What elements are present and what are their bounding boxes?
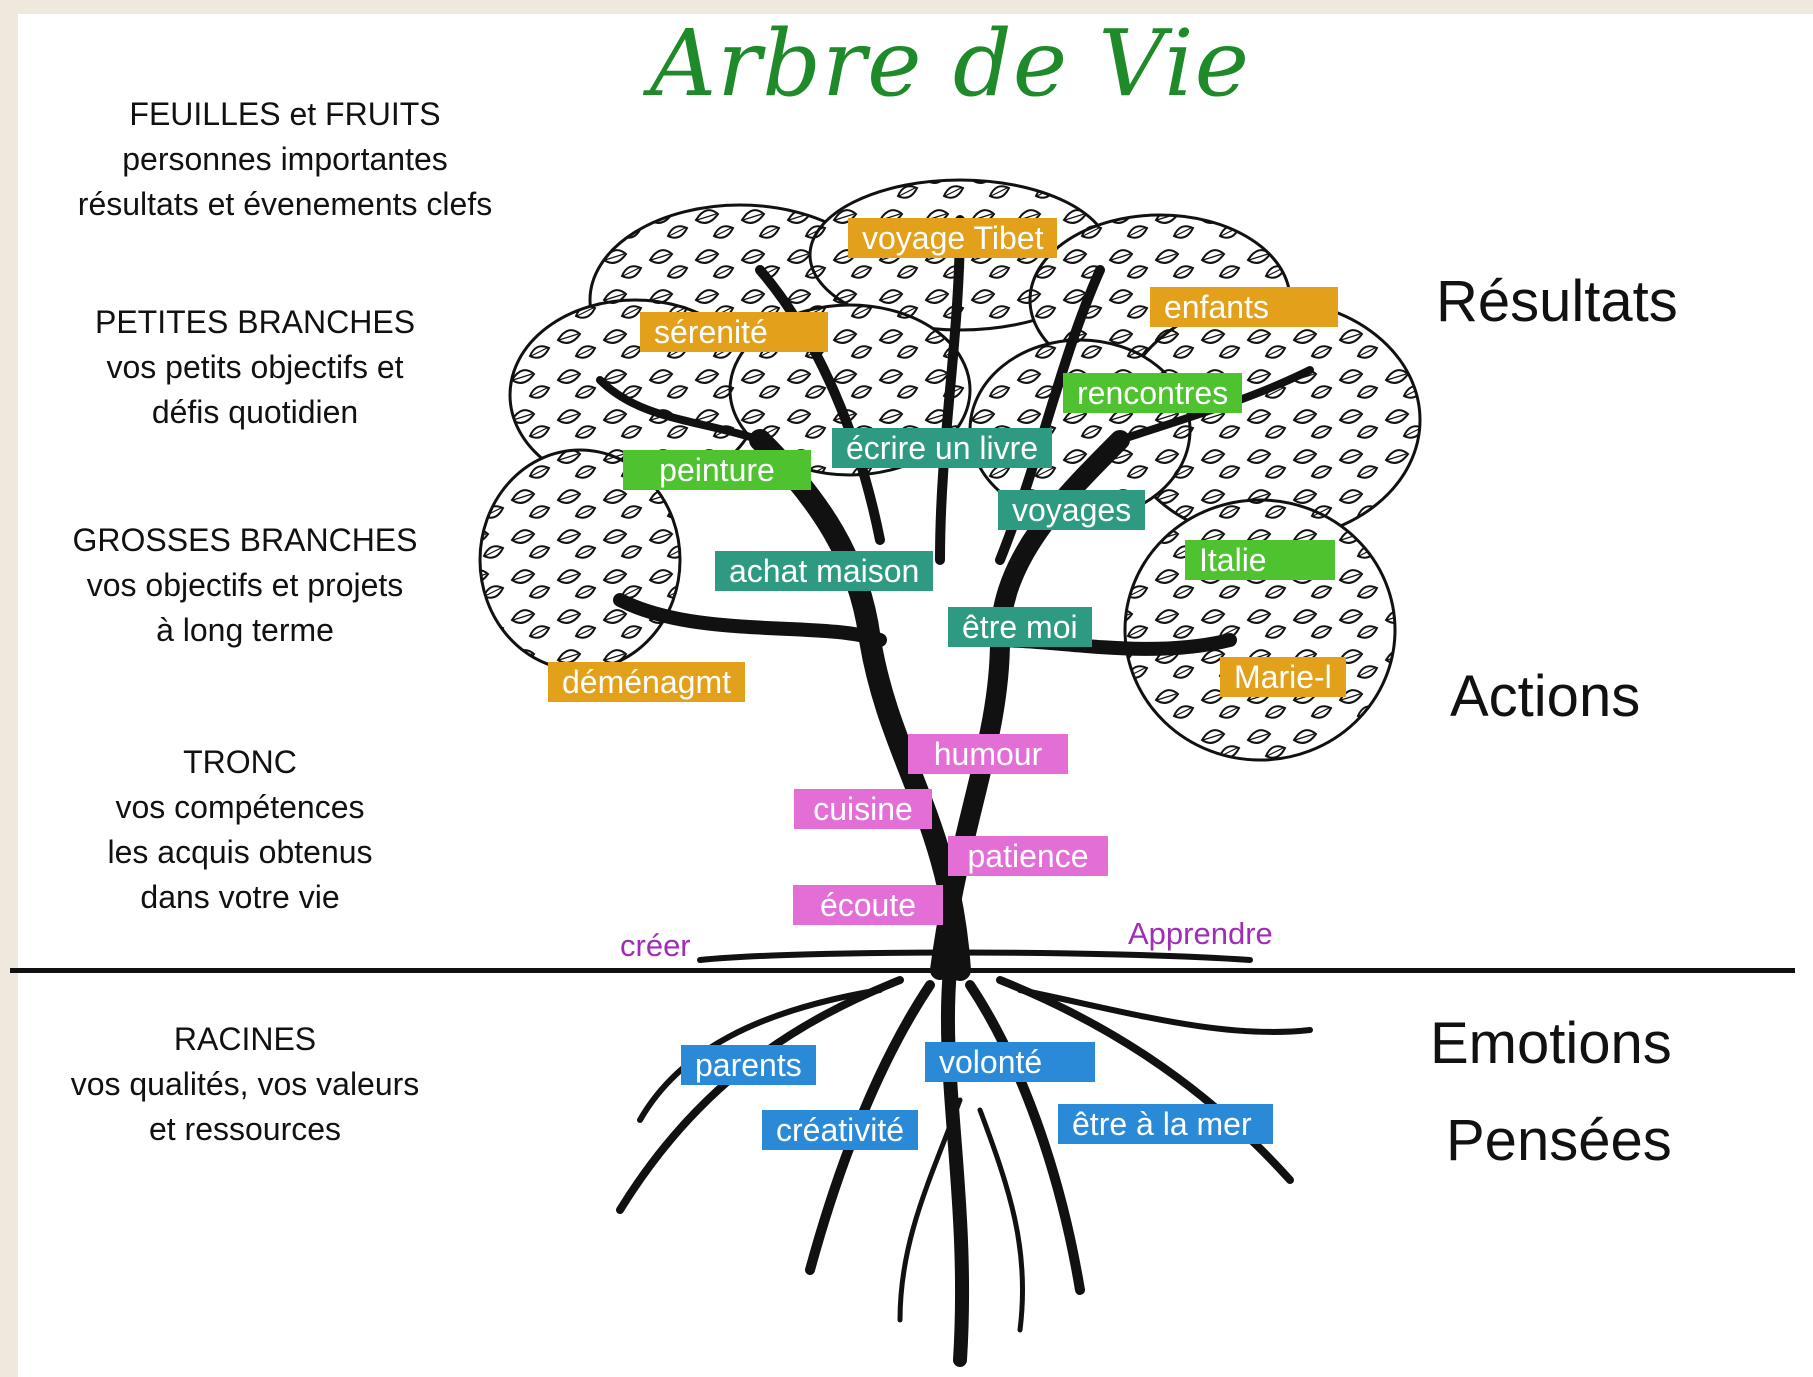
legend-heading: FEUILLES et FRUITS (129, 96, 441, 132)
tag-trunk: humour (908, 734, 1068, 774)
tag-small-branch: peinture (623, 450, 811, 490)
ground-line (10, 968, 1795, 973)
tag-fruit: Marie-l (1220, 657, 1346, 697)
legend-line: les acquis obtenus (107, 834, 373, 870)
tag-big-branch: achat maison (715, 551, 934, 591)
verb-label: Apprendre (1128, 916, 1273, 951)
legend-line: vos objectifs et projets (86, 567, 404, 603)
legend-line: résultats et évenements clefs (77, 186, 493, 222)
legend-line: vos petits objectifs et (106, 349, 404, 385)
tag-trunk: écoute (793, 885, 943, 925)
page-title: Arbre de Vie (649, 10, 1251, 117)
legend-small-branches: PETITES BRANCHES vos petits objectifs et… (30, 300, 480, 435)
verb-label: créer (620, 928, 691, 963)
legend-leaves-fruits: FEUILLES et FRUITS personnes importantes… (35, 92, 535, 227)
legend-trunk: TRONC vos compétences les acquis obtenus… (40, 740, 440, 920)
tag-small-branch: Italie (1185, 540, 1335, 580)
legend-heading: TRONC (183, 744, 297, 780)
legend-line: personnes importantes (122, 141, 448, 177)
tag-root: parents (681, 1045, 816, 1085)
side-label-emotions: Emotions (1430, 1011, 1672, 1076)
legend-big-branches: GROSSES BRANCHES vos objectifs et projet… (20, 518, 470, 653)
tag-root: créativité (762, 1110, 919, 1150)
tag-big-branch: écrire un livre (832, 428, 1053, 468)
tag-root: volonté (925, 1042, 1095, 1082)
legend-line: dans votre vie (140, 879, 340, 915)
tag-big-branch: être moi (948, 607, 1092, 647)
side-label-actions: Actions (1450, 664, 1641, 729)
legend-line: et ressources (148, 1111, 342, 1147)
tag-root: être à la mer (1058, 1104, 1273, 1144)
tag-fruit: enfants (1150, 287, 1338, 327)
legend-heading: GROSSES BRANCHES (72, 522, 418, 558)
legend-heading: PETITES BRANCHES (94, 304, 416, 340)
side-label-results: Résultats (1436, 269, 1678, 334)
legend-line: vos qualités, vos valeurs (70, 1066, 420, 1102)
legend-roots: RACINES vos qualités, vos valeurs et res… (20, 1017, 470, 1152)
tag-big-branch: voyages (998, 490, 1146, 530)
tag-fruit: déménagmt (548, 662, 745, 702)
tag-small-branch: rencontres (1063, 373, 1243, 413)
tag-fruit: voyage Tibet (848, 218, 1058, 258)
roots (616, 949, 1313, 1367)
legend-heading: RACINES (173, 1021, 317, 1057)
tag-trunk: patience (948, 836, 1108, 876)
legend-line: défis quotidien (151, 394, 359, 430)
tag-fruit: sérenité (640, 312, 828, 352)
legend-line: vos compétences (115, 789, 365, 825)
legend-line: à long terme (156, 612, 334, 648)
side-label-thoughts: Pensées (1446, 1108, 1672, 1173)
tag-trunk: cuisine (794, 789, 932, 829)
